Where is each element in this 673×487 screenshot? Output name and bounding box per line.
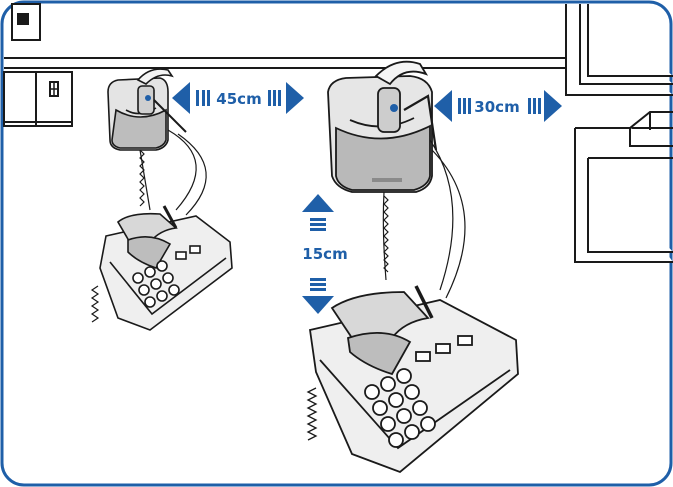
right-computer-monitor (565, 4, 673, 96)
large-headset-base (327, 75, 433, 193)
right-computer-box (574, 111, 673, 263)
coiled-cord-base-large (383, 195, 389, 273)
coiled-cord-base-small (139, 149, 145, 207)
desk-back-edge (4, 57, 600, 69)
vertical-arrow-icon (302, 194, 334, 314)
horizontal-arrow-icon (172, 82, 304, 114)
large-headset (374, 60, 438, 151)
distance-label-30cm: 30cm (474, 98, 519, 116)
left-desk-appliance (3, 3, 73, 127)
small-telephone (90, 205, 233, 331)
headset-cables (139, 129, 466, 299)
horizontal-arrow-icon (434, 90, 562, 122)
small-headset (136, 68, 187, 133)
distance-label-45cm: 45cm (216, 90, 261, 108)
distance-label-15cm: 15cm (302, 245, 347, 263)
large-telephone (306, 285, 519, 474)
